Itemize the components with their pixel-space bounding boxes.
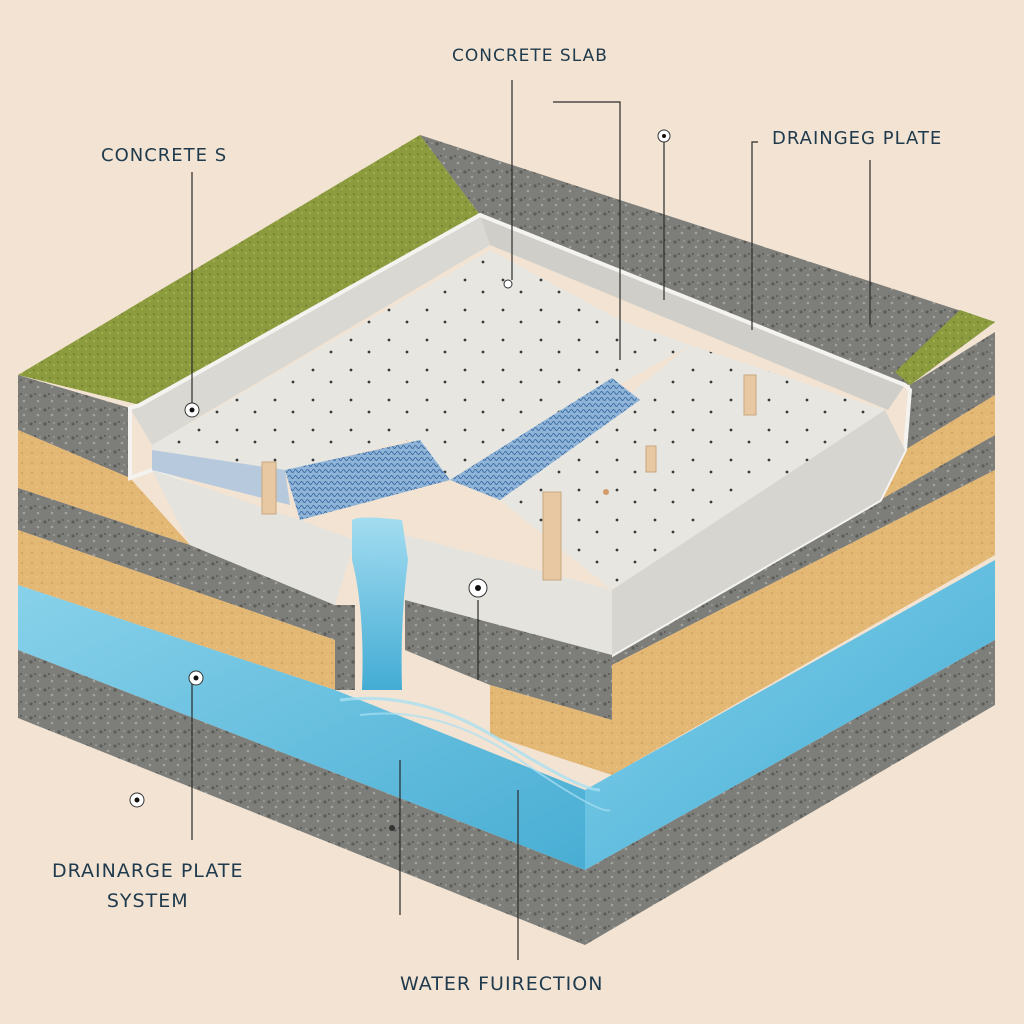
right-gravel-layer [612, 435, 995, 665]
left-sand-lower-layer [18, 530, 335, 690]
slab-front-face-left [152, 470, 355, 605]
slab-front-face-right [405, 535, 612, 655]
leader-concrete-top-bracket [553, 101, 621, 360]
marker-dot [503, 279, 513, 289]
right-gravel-top-layer [905, 332, 995, 450]
waterfall [352, 517, 408, 690]
drainage-plate-system-label: DRAINARGE PLATE SYSTEM [52, 856, 243, 916]
basin-inner-left-wall [130, 215, 490, 445]
wooden-stake-1 [261, 461, 277, 515]
right-sand-layer [612, 470, 995, 775]
grass-surface [18, 135, 480, 405]
basin-back-wall [480, 215, 905, 410]
right-gravel-base-layer [585, 640, 995, 945]
left-sand-layer [18, 430, 190, 545]
water-flow-ripples-2 [359, 712, 611, 812]
leader-lines [191, 80, 871, 960]
concrete-slab-label-left: CONCRETE S [101, 145, 228, 166]
marker-dot [662, 134, 666, 138]
left-water-layer [18, 585, 585, 870]
marker-dot [193, 675, 199, 681]
gravel-surface [420, 135, 995, 385]
drainage-plate-strip-center [450, 378, 640, 500]
drainage-plate-strip-edge [152, 450, 290, 505]
left-gravel-top-layer [18, 375, 130, 478]
drainage-plate-label: DRAINGEG PLATE [772, 128, 943, 149]
wooden-stake-2 [542, 491, 562, 581]
leader-drainage-right [751, 141, 758, 330]
left-gravel-middle-layer [18, 488, 335, 640]
wooden-stake-3 [743, 374, 757, 416]
water-flow-ripples [339, 696, 601, 792]
left-face-layers [18, 375, 585, 945]
right-sand-top-layer [880, 395, 995, 500]
marker-dot [603, 489, 609, 495]
left-gravel-base-layer [18, 650, 585, 945]
slab-lower-gravel [335, 605, 355, 690]
marker-dot [189, 407, 195, 413]
drainage-plate-strip-left [285, 440, 450, 520]
marker-dot [389, 825, 395, 831]
marker-dot [134, 797, 140, 803]
right-water-layer [585, 560, 995, 870]
grass-strip-right [895, 310, 995, 385]
slab-side-face-right [612, 410, 905, 655]
slab-lower-gravel-right [405, 600, 612, 720]
marker-dots [129, 129, 671, 831]
slab-lower-sand-right [490, 685, 612, 775]
concrete-slab-top-left [152, 250, 620, 470]
concrete-slab-label-top: CONCRETE SLAB [452, 46, 608, 66]
water-direction-label: WATER FUIRECTION [400, 973, 604, 995]
concrete-slab-top-right [500, 345, 885, 590]
wooden-stake-4 [645, 445, 657, 473]
right-face-layers [585, 332, 995, 945]
drainage-plate-system-line2: SYSTEM [106, 890, 189, 912]
marker-dot [475, 585, 481, 591]
drainage-plate-system-line1: DRAINARGE PLATE [52, 860, 244, 882]
